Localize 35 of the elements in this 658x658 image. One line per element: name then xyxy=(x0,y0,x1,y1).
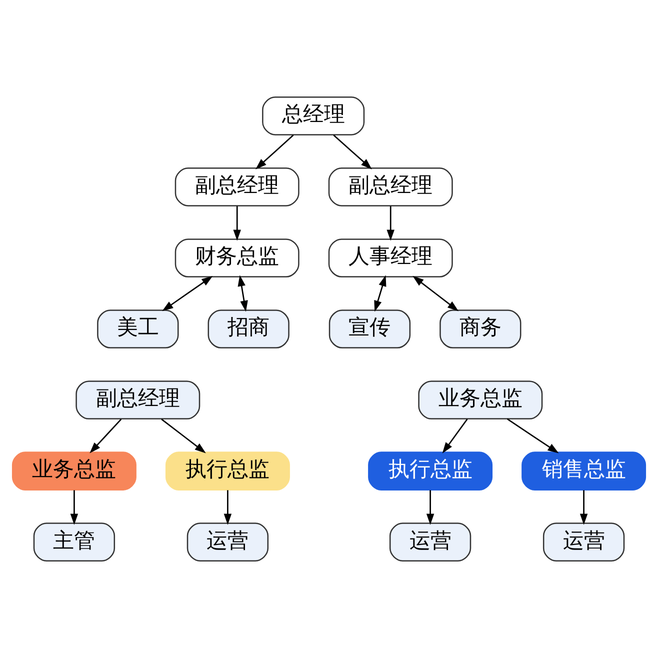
node-box: 业务总监 xyxy=(418,380,543,420)
node-box: 宣传 xyxy=(328,310,411,348)
node-box: 人事经理 xyxy=(328,238,453,278)
node-box: 财务总监 xyxy=(174,238,300,278)
arrow xyxy=(238,275,248,312)
node-box: 运营 xyxy=(186,522,269,562)
arrow xyxy=(426,490,434,525)
node-box: 总经理 xyxy=(262,96,365,136)
arrow xyxy=(580,490,588,525)
arrow xyxy=(224,490,232,525)
arrow xyxy=(161,418,206,454)
node-box: 执行总监 xyxy=(368,452,493,490)
arrow xyxy=(90,418,122,454)
node-box: 主管 xyxy=(33,522,116,562)
arrow xyxy=(162,276,213,312)
node-box: 商务 xyxy=(440,310,522,348)
node-box: 招商 xyxy=(208,310,290,348)
node-box: 运营 xyxy=(542,522,625,562)
arrow xyxy=(233,206,241,241)
arrow xyxy=(412,276,459,312)
node-box: 销售总监 xyxy=(522,452,646,490)
node-box: 副总经理 xyxy=(328,168,453,206)
arrow xyxy=(374,275,386,312)
arrow xyxy=(386,206,394,241)
node-box: 运营 xyxy=(389,522,472,562)
node-box: 业务总监 xyxy=(12,452,136,490)
node-box: 副总经理 xyxy=(76,380,200,420)
node-box: 副总经理 xyxy=(174,168,300,206)
arrow xyxy=(255,134,294,170)
arrow xyxy=(333,134,372,170)
node-box: 执行总监 xyxy=(165,452,290,490)
arrow xyxy=(506,418,559,454)
node-box: 美工 xyxy=(97,310,179,348)
arrow xyxy=(442,418,468,454)
arrow xyxy=(70,490,78,525)
